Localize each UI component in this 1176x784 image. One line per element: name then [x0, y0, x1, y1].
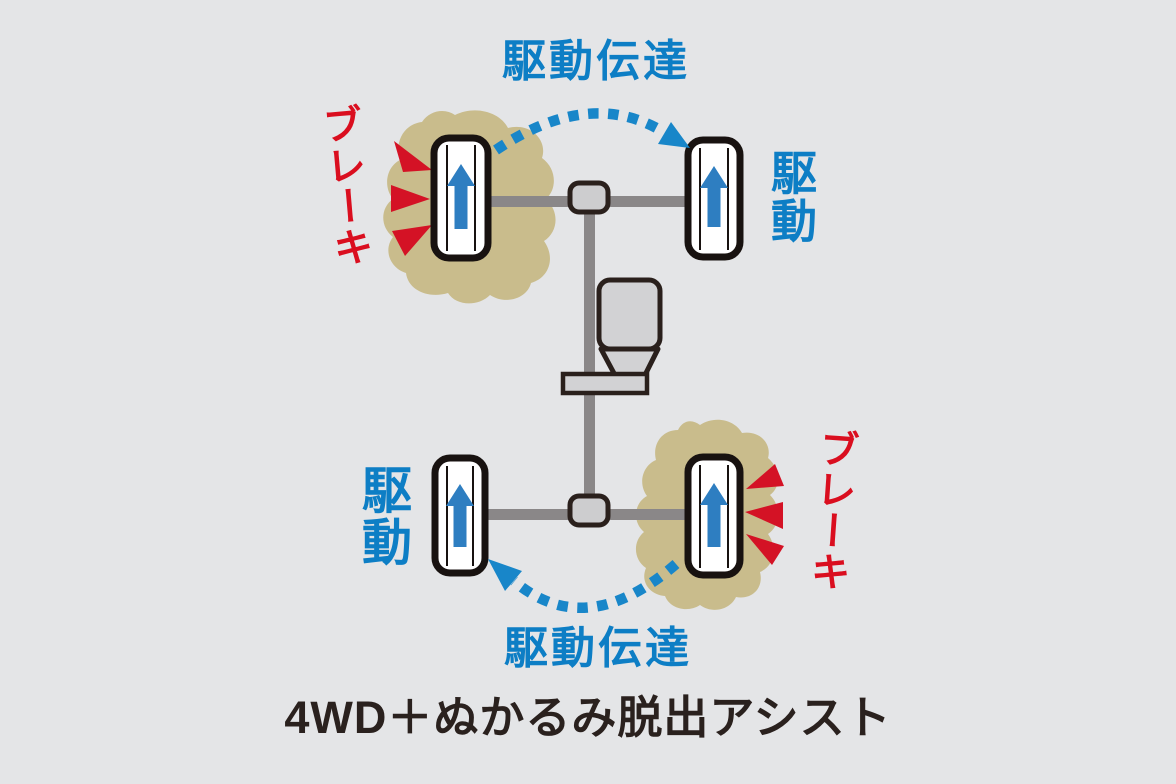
brake-flash-front-left	[391, 141, 432, 256]
wheel-rear-right	[684, 453, 744, 579]
brake-label-rear-right: ブレーキ	[803, 426, 859, 594]
up-arrow-icon	[447, 164, 475, 229]
brake-flash-wedge	[746, 464, 784, 489]
brake-flash-wedge	[745, 502, 783, 529]
brake-flash-wedge	[746, 534, 784, 565]
brake-flash-wedge	[394, 141, 432, 172]
diagram-title: 4WD＋ぬかるみ脱出アシスト	[284, 692, 892, 743]
brake-flash-wedge	[391, 185, 430, 212]
driveshaft	[584, 200, 595, 515]
dashed-arc	[510, 560, 680, 613]
engine-block	[596, 277, 663, 352]
engine-unit	[560, 277, 663, 396]
transfer-arc-top	[493, 108, 690, 155]
brake-flash-rear-right	[745, 464, 784, 565]
drive-label-rear-left: 駆動	[355, 464, 411, 568]
up-arrow-icon	[446, 484, 474, 547]
up-arrow-icon	[700, 483, 728, 547]
drive-transfer-label-top: 駆動伝達	[502, 37, 690, 86]
arrowhead-icon	[658, 122, 690, 148]
engine-base-bar	[560, 371, 650, 396]
wheel-rear-left	[431, 454, 489, 577]
brake-flash-wedge	[392, 225, 432, 256]
drive-transfer-label-bottom: 駆動伝達	[504, 624, 692, 673]
arrowhead-icon	[488, 559, 522, 591]
transfer-arc-bottom	[488, 559, 680, 613]
wheel-front-right	[684, 136, 744, 261]
front-differential	[567, 180, 611, 215]
rear-differential	[567, 493, 611, 528]
drive-label-front-right: 駆動	[765, 149, 817, 245]
wheel-front-left	[430, 134, 492, 262]
dashed-arc	[493, 108, 665, 155]
up-arrow-icon	[700, 166, 728, 227]
